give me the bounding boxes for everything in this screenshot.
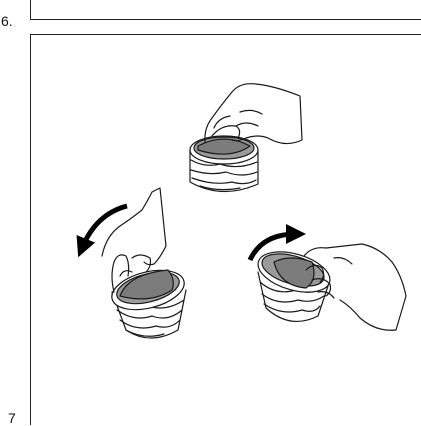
step-7-frame [30, 34, 421, 425]
left-knob-with-hand [101, 187, 187, 339]
step-number-6: 6. [1, 13, 13, 29]
step-number-7: 7 [8, 410, 16, 426]
step-6-frame [30, 0, 421, 20]
right-knob-with-hand [257, 243, 407, 331]
counterclockwise-arrow-icon [76, 203, 128, 258]
top-knob-with-hand [189, 83, 303, 193]
clockwise-arrow-icon [247, 224, 306, 262]
